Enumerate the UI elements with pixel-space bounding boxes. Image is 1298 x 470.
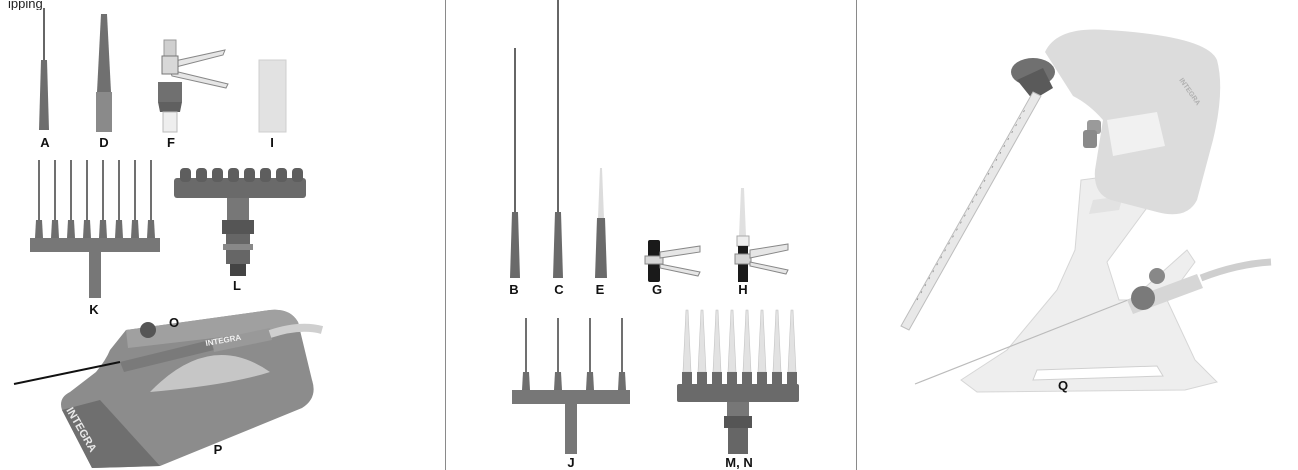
l-nozzle xyxy=(276,168,287,182)
label-d: D xyxy=(99,135,109,150)
label-j: J xyxy=(567,455,575,470)
l-nozzle xyxy=(212,168,223,182)
component-f-clamp xyxy=(158,39,229,133)
l-nozzle xyxy=(292,168,303,182)
l-nozzle xyxy=(228,168,239,182)
k-needle-hub xyxy=(99,220,107,238)
component-c-needle xyxy=(553,0,563,278)
component-a-needle xyxy=(39,8,49,130)
label-g: G xyxy=(651,282,663,297)
panel-left: INTEGRA INTEGRA A D F I K L O P xyxy=(0,0,445,470)
j-needle-hub xyxy=(522,372,530,390)
label-l: L xyxy=(233,278,241,293)
mn-tip-hub xyxy=(682,372,692,384)
label-a: A xyxy=(40,135,50,150)
j-needle-hub xyxy=(554,372,562,390)
panel-middle-illustration xyxy=(510,0,799,454)
mn-tip-hub xyxy=(697,372,707,384)
mn-tip-hub xyxy=(727,372,737,384)
mn-tip-hub xyxy=(772,372,782,384)
page-top-text: ipping xyxy=(8,0,43,10)
label-h: H xyxy=(738,282,748,297)
panel-middle: B C E G H J M, N xyxy=(446,0,856,470)
component-b-needle xyxy=(510,48,520,278)
component-e-tip xyxy=(595,168,607,278)
mn-tip xyxy=(757,309,767,373)
mn-tip xyxy=(727,309,737,373)
component-j-manifold xyxy=(512,390,630,454)
component-h-clamp xyxy=(734,188,789,282)
label-b: B xyxy=(509,282,519,297)
component-q-stand xyxy=(960,169,1218,393)
panel-divider-left xyxy=(445,0,446,470)
component-k-needles xyxy=(35,160,155,238)
label-m-n: M, N xyxy=(725,455,753,470)
label-k: K xyxy=(89,302,99,317)
label-e: E xyxy=(595,282,605,297)
k-needle-hub xyxy=(51,220,59,238)
component-mn-manifold xyxy=(677,309,799,454)
panel-right-illustration: INTEGRA xyxy=(900,29,1272,393)
label-o: O xyxy=(168,315,180,330)
panel-left-illustration: INTEGRA INTEGRA xyxy=(13,8,324,468)
component-k-manifold xyxy=(30,238,160,298)
component-q-handpiece xyxy=(914,258,1272,385)
component-q-pipette-controller: INTEGRA xyxy=(1011,29,1221,215)
component-j-needles xyxy=(522,318,626,390)
component-p-stand: INTEGRA xyxy=(61,309,314,468)
mn-tip-hub xyxy=(742,372,752,384)
mn-tip xyxy=(697,309,707,373)
component-mn-tips xyxy=(682,309,797,384)
mn-tip-hub xyxy=(787,372,797,384)
label-q: Q xyxy=(1057,378,1069,393)
k-needle-hub xyxy=(83,220,91,238)
l-nozzle xyxy=(244,168,255,182)
mn-tip xyxy=(712,309,722,373)
j-needle-hub xyxy=(618,372,626,390)
panel-divider-right xyxy=(856,0,857,470)
k-needle-hub xyxy=(35,220,43,238)
mn-tip xyxy=(787,309,797,373)
component-g-clamp xyxy=(644,240,701,282)
l-nozzle xyxy=(196,168,207,182)
component-d-adapter xyxy=(96,14,112,132)
label-p: P xyxy=(213,442,223,457)
component-o-handpiece: INTEGRA xyxy=(13,322,324,385)
component-q-serological-pipette xyxy=(900,91,1042,331)
k-needle-hub xyxy=(115,220,123,238)
k-needle-hub xyxy=(147,220,155,238)
l-nozzle xyxy=(180,168,191,182)
mn-tip-hub xyxy=(712,372,722,384)
k-needle-hub xyxy=(131,220,139,238)
mn-tip-hub xyxy=(757,372,767,384)
panel-right: INTEGRA Q xyxy=(857,0,1298,470)
k-needle-hub xyxy=(67,220,75,238)
mn-tip xyxy=(682,309,692,373)
l-nozzle xyxy=(260,168,271,182)
component-l-manifold xyxy=(174,168,306,276)
label-c: C xyxy=(554,282,564,297)
label-f: F xyxy=(167,135,175,150)
j-needle-hub xyxy=(586,372,594,390)
component-l-nozzles xyxy=(180,168,303,182)
mn-tip xyxy=(742,309,752,373)
mn-tip xyxy=(772,309,782,373)
component-i-block xyxy=(258,59,287,133)
label-i: I xyxy=(270,135,274,150)
